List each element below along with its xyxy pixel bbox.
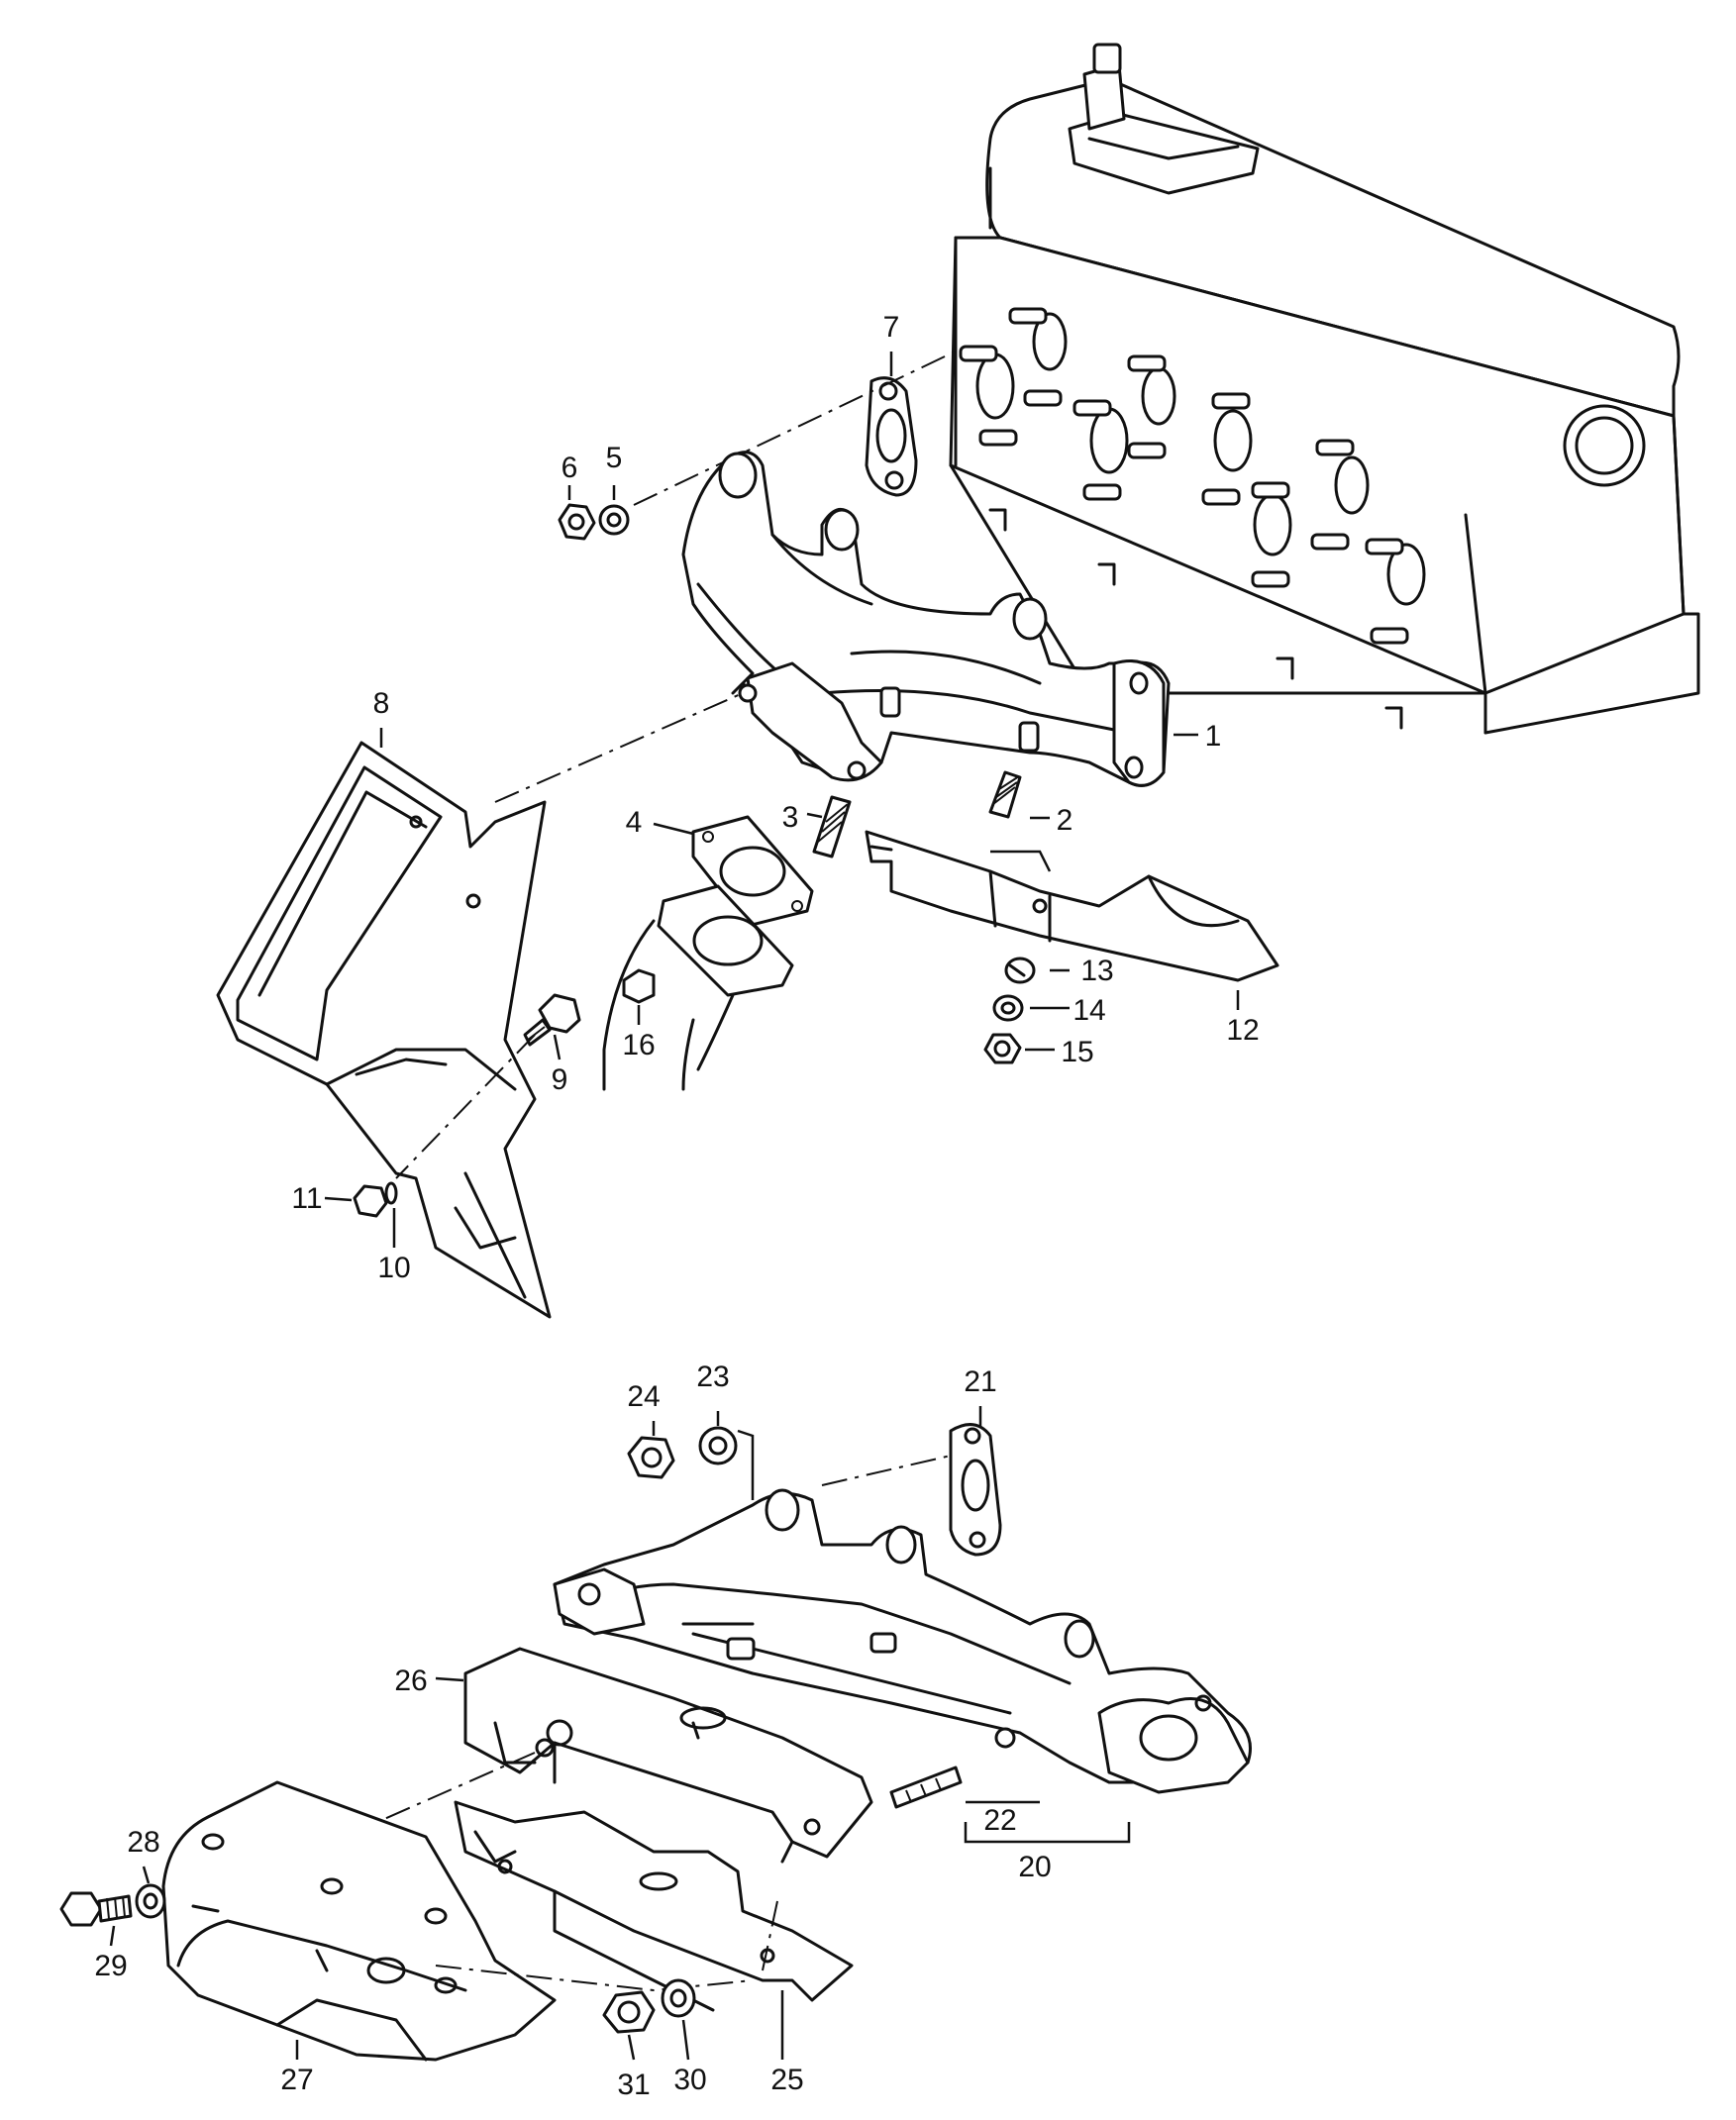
cylinder-head [949,43,1700,735]
callout-27: 27 [280,2064,313,2096]
dash-line-25 [762,1900,778,1971]
spring-washer-13 [1004,957,1036,984]
callout-26: 26 [394,1665,427,1697]
callout-9: 9 [552,1063,568,1096]
washer-14 [992,994,1024,1022]
callout-23: 23 [696,1361,729,1393]
heat-shield-26 [463,1647,873,1864]
bracket-line-20 [964,1822,1131,1844]
gasket-7 [865,376,918,497]
callout-5: 5 [606,442,623,474]
callout-labels: 1 2 3 4 5 6 7 8 9 10 11 12 13 14 15 16 2… [94,311,1259,2101]
dash-line-21 [821,1455,952,1486]
callout-6: 6 [562,452,578,484]
callout-8: 8 [373,687,390,720]
washer-23 [698,1426,738,1465]
dash-line-9 [395,1034,536,1179]
callout-15: 15 [1061,1036,1093,1068]
nut-31 [602,1990,656,2034]
callout-14: 14 [1072,994,1105,1027]
callout-29: 29 [94,1950,127,1982]
callout-31: 31 [617,2069,650,2101]
callout-10: 10 [377,1252,410,1284]
dash-line-8 [494,692,744,803]
heat-shield-12 [865,830,1279,982]
exhaust-manifold-1 [681,451,1171,787]
callout-21: 21 [964,1365,996,1398]
bracket-line-2 [990,850,1052,872]
gasket-4 [691,815,814,928]
washer-10 [384,1181,398,1205]
gasket-21 [949,1423,1002,1557]
nut-24 [627,1436,675,1479]
heat-shield-25 [454,1800,854,2012]
callout-30: 30 [673,2064,706,2096]
callout-24: 24 [627,1380,660,1413]
leader-lines [109,352,1240,2061]
callout-22: 22 [983,1804,1016,1837]
dash-line-27 [435,1965,754,1992]
callout-28: 28 [127,1826,159,1859]
bolt-29 [59,1891,133,1927]
stud-3 [812,795,852,858]
washer-28 [135,1883,166,1919]
callout-20: 20 [1018,1851,1051,1883]
stud-2 [988,770,1022,819]
dash-line-7 [633,346,967,506]
callout-16: 16 [622,1029,655,1061]
exhaust-pipe-flange [602,884,794,1091]
callout-3: 3 [782,801,799,834]
callout-12: 12 [1226,1014,1259,1047]
callout-7: 7 [883,311,900,344]
heat-shield-8 [216,741,552,1319]
stud-22 [889,1766,963,1809]
callout-13: 13 [1080,955,1113,987]
bracket-line-23 [737,1429,755,1500]
callout-2: 2 [1057,804,1073,837]
nut-11 [353,1184,388,1218]
callout-25: 25 [770,2064,803,2096]
callout-4: 4 [626,806,643,839]
exhaust-manifold-20 [553,1488,1252,1794]
heat-shield-27 [161,1780,557,2062]
callout-1: 1 [1205,720,1222,753]
washer-5 [598,504,630,536]
nut-16 [622,968,656,1004]
nut-15 [983,1033,1022,1064]
callout-11: 11 [291,1182,322,1215]
nut-6 [558,503,596,541]
washer-30 [661,1978,696,2018]
